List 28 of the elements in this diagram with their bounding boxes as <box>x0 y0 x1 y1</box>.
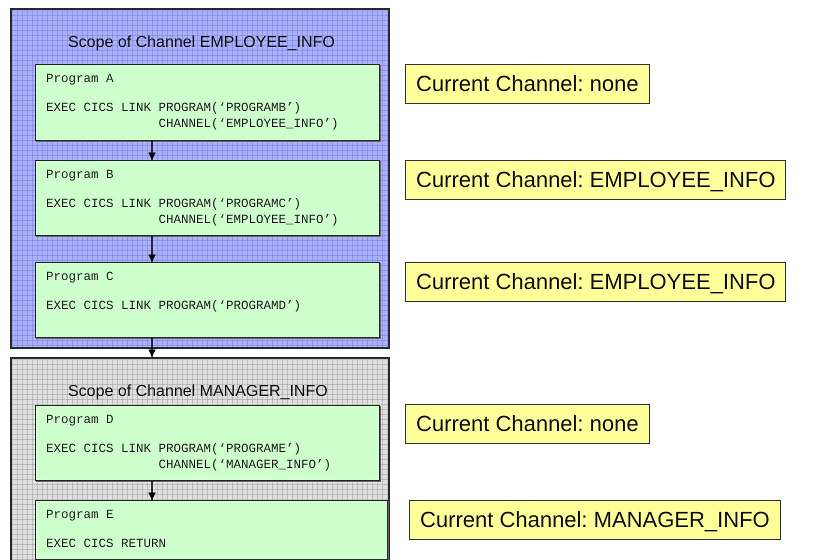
program-box <box>35 160 380 236</box>
program-box <box>35 262 380 338</box>
arrow <box>148 236 156 262</box>
channel-status-box: Current Channel: none <box>405 404 650 444</box>
channel-status-box: Current Channel: EMPLOYEE_INFO <box>405 160 786 200</box>
code-statement: EXEC CICS LINK PROGRAM(‘PROGRAMC’) CHANNEL(‘EMPLOYEE_INFO’) <box>46 196 340 228</box>
program-name: Program A <box>46 72 114 86</box>
code-statement: EXEC CICS LINK PROGRAM(‘PROGRAMB’) CHANNEL(‘EMPLOYEE_INFO’) <box>46 100 340 132</box>
scope-title: Scope of Channel MANAGER_INFO <box>68 383 328 401</box>
arrow <box>148 338 156 357</box>
program-name: Program D <box>46 413 114 427</box>
channel-status-box: Current Channel: EMPLOYEE_INFO <box>405 262 786 302</box>
program-name: Program E <box>46 508 114 522</box>
channel-status-box: Current Channel: none <box>405 64 650 104</box>
arrow <box>148 481 156 500</box>
program-name: Program C <box>46 270 114 284</box>
code-statement: EXEC CICS LINK PROGRAM(‘PROGRAMD’) <box>46 298 302 314</box>
program-box <box>35 405 380 481</box>
channel-status-box: Current Channel: MANAGER_INFO <box>409 500 781 540</box>
arrow <box>148 141 156 160</box>
program-box <box>35 64 380 141</box>
code-statement: EXEC CICS RETURN <box>46 536 168 552</box>
program-box <box>35 500 388 560</box>
scope-panel <box>10 357 390 560</box>
program-name: Program B <box>46 168 114 182</box>
scope-panel <box>10 8 390 349</box>
code-statement: EXEC CICS LINK PROGRAM(‘PROGRAME’) CHANNEL(‘MANAGER_INFO’) <box>46 441 332 473</box>
scope-title: Scope of Channel EMPLOYEE_INFO <box>68 34 335 52</box>
